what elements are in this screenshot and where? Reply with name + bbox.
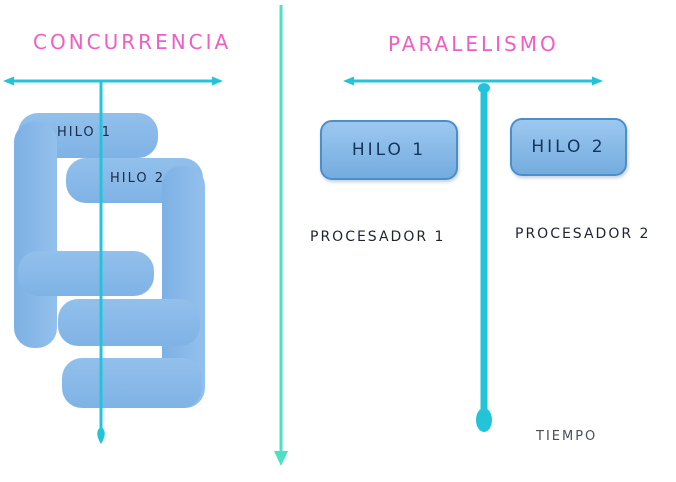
thread-flow-segment-bottom: [62, 358, 202, 408]
thread-flow-segment-3: [18, 251, 154, 296]
thread-flow-segment-left-vertical: [14, 122, 57, 348]
thread-flow-segment-4: [58, 299, 200, 346]
thread2-box-label: HILO 2: [531, 137, 606, 157]
concurrency-title: CONCURRENCIA: [33, 30, 232, 54]
processor1-label: PROCESADOR 1: [310, 229, 446, 245]
time-label: TIEMPO: [536, 429, 598, 444]
thread2-box: HILO 2: [510, 118, 627, 176]
left-timeline-left-arrow-icon: [3, 76, 14, 86]
left-timeline-bottom-arrow-icon: [97, 427, 105, 444]
processor2-label: PROCESADOR 2: [515, 226, 651, 242]
right-timeline-right-arrow-icon: [592, 76, 603, 86]
divider-arrowhead-icon: [274, 451, 288, 466]
parallelism-title: PARALELISMO: [388, 32, 559, 56]
thread1-box-label: HILO 1: [351, 140, 427, 160]
left-horizontal-timeline: [3, 76, 223, 86]
right-vertical-timeline: [476, 83, 492, 432]
concurrency-hilo1-label: HILO 1: [57, 125, 113, 140]
concurrency-hilo2-label: HILO 2: [110, 171, 166, 186]
right-timeline-left-arrow-icon: [343, 76, 354, 86]
right-horizontal-timeline: [343, 76, 603, 86]
thread1-box: HILO 1: [320, 120, 458, 180]
center-divider-arrow: [274, 5, 288, 466]
left-timeline-right-arrow-icon: [212, 76, 223, 86]
right-timeline-bottom-drop-icon: [476, 408, 492, 432]
